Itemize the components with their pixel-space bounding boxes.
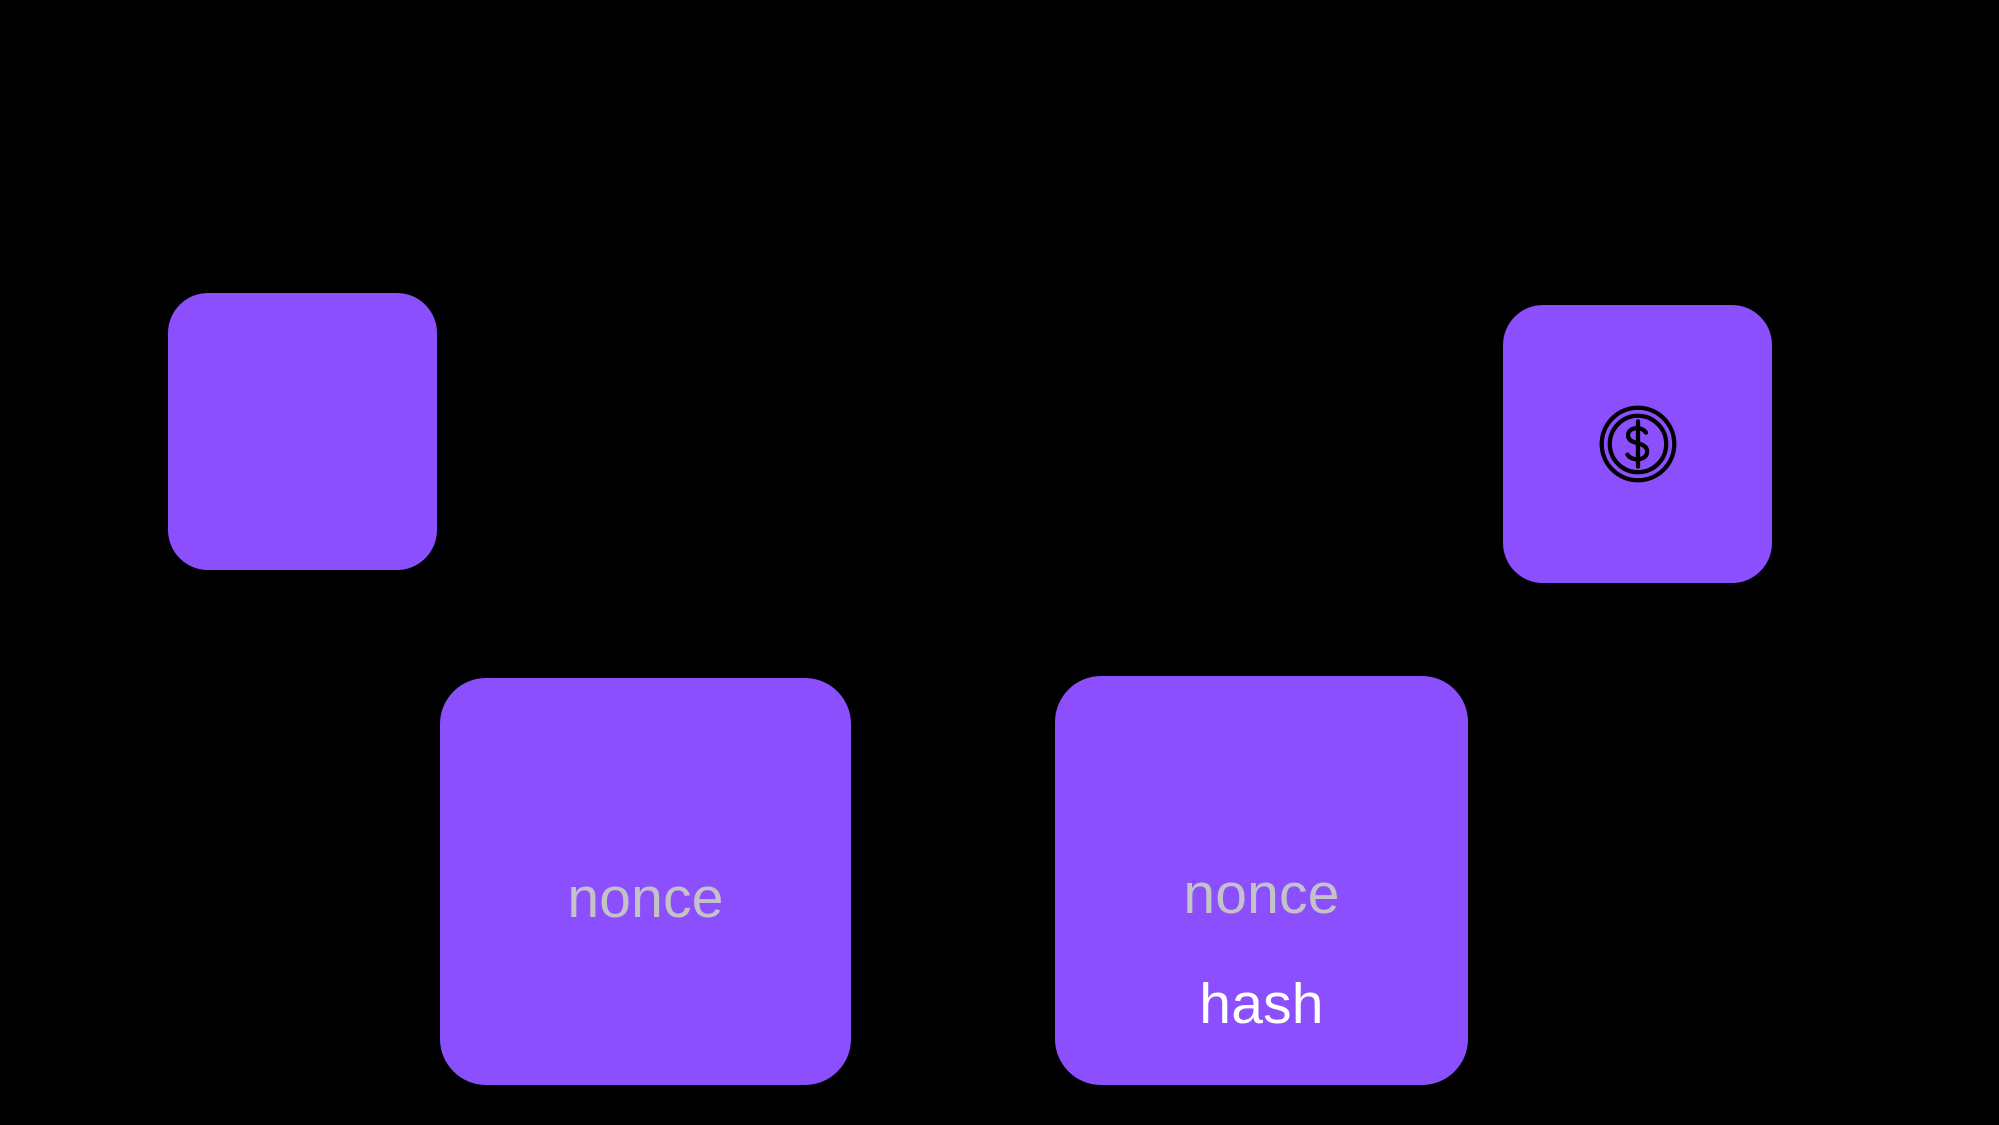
empty-card[interactable] (168, 293, 437, 570)
nonce-label: nonce (1183, 862, 1340, 926)
hash-label: hash (1199, 972, 1324, 1036)
coin-card[interactable] (1503, 305, 1772, 583)
nonce-card[interactable]: nonce (440, 678, 851, 1085)
nonce-hash-card[interactable]: nonce hash (1055, 676, 1468, 1085)
dollar-coin-icon (1595, 401, 1681, 487)
nonce-label: nonce (567, 866, 724, 930)
